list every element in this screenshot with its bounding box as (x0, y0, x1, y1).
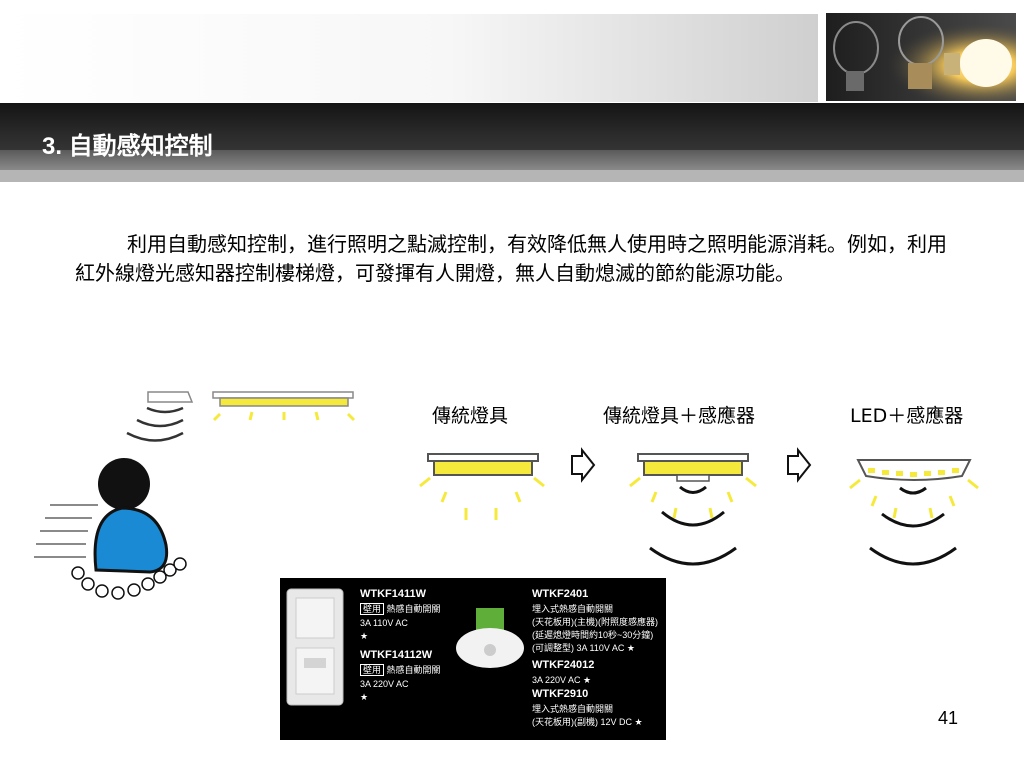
light-rays (629, 476, 757, 519)
wall-switch-icon (286, 588, 344, 706)
ceiling-light-icon (212, 391, 354, 399)
star-left-1: ★ (360, 631, 369, 641)
sensor-icon (147, 391, 194, 403)
light-bulbs-image (826, 13, 1016, 101)
product-photo: WTKF1411W 壁用 熱感自動開關 3A 110V AC ★ WTKF141… (280, 578, 666, 740)
model-right-3: WTKF2910 (532, 688, 589, 700)
desc-right-1: 埋入式熱感自動開關 (532, 604, 614, 614)
desc-left-1: 熱感自動開關 (386, 604, 441, 614)
body-paragraph: 利用自動感知控制，進行照明之點滅控制，有效降低無人使用時之照明能源消耗。例如，利… (75, 232, 947, 285)
desc-right-3-sub: (天花板用)(副機) 12V DC ★ (532, 717, 643, 727)
signal-wave (146, 406, 184, 414)
light-rays (849, 478, 979, 519)
sensor-waves (869, 486, 957, 566)
model-right-2: WTKF24012 (532, 659, 595, 671)
tag-left-1: 壁用 (360, 603, 385, 615)
spec-right-2: 3A 220V AC ★ (532, 675, 592, 685)
tag-left-2: 壁用 (360, 664, 385, 676)
lamp-comparison-diagram (419, 447, 979, 566)
desc-right-1-sub2: (延遲熄燈時間約10秒~30分鐘) (532, 630, 654, 640)
spec-left-2: 3A 220V AC (360, 679, 409, 689)
traditional-lamp-icon (427, 453, 539, 462)
ceiling-sensor-icon (456, 608, 524, 668)
light-rays (212, 411, 356, 422)
arrow-right-icon (571, 447, 596, 483)
signal-wave (136, 418, 184, 428)
light-rays (419, 476, 545, 520)
model-left-1: WTKF1411W (360, 588, 427, 600)
motion-lines (34, 504, 98, 558)
person-body (93, 506, 169, 574)
title-band (0, 170, 1024, 182)
person-head (98, 458, 150, 510)
led-dots (868, 468, 959, 477)
signal-wave (126, 431, 184, 442)
label-traditional-sensor: 傳統燈具＋感應器 (603, 405, 756, 427)
star-left-2: ★ (360, 692, 369, 702)
model-right-1: WTKF2401 (532, 588, 589, 600)
body-text: 利用自動感知控制，進行照明之點滅控制，有效降低無人使用時之照明能源消耗。例如，利… (75, 230, 955, 288)
desc-right-3: 埋入式熱感自動開關 (532, 704, 614, 714)
label-led-sensor: LED＋感應器 (850, 405, 964, 427)
floor-circles (71, 557, 187, 600)
desc-left-2: 熱感自動開關 (386, 665, 441, 675)
desc-right-1-sub1: (天花板用)(主機)(附照度感應器) (532, 617, 658, 627)
spec-left-1: 3A 110V AC (360, 618, 408, 628)
header-gradient (0, 14, 818, 102)
page-number: 41 (938, 708, 959, 728)
arrow-right-icon (787, 447, 812, 483)
label-traditional: 傳統燈具 (432, 405, 509, 427)
desc-right-1-sub3: (可調整型) 3A 110V AC ★ (532, 643, 635, 653)
model-left-2: WTKF14112W (360, 649, 433, 661)
title-bar (0, 103, 1024, 170)
motion-sensor-illustration (34, 391, 356, 600)
sensor-waves (649, 485, 737, 566)
slide-title: 3. 自動感知控制 (42, 133, 213, 160)
sensor-lamp-icon (637, 453, 749, 462)
